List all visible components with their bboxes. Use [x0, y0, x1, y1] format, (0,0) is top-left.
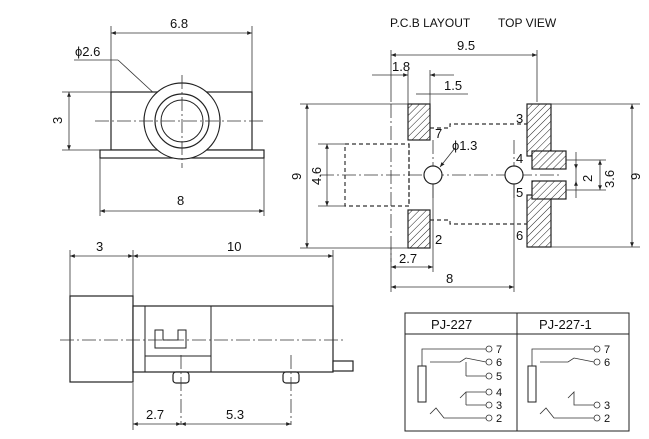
pcb-pin-3: 3: [516, 111, 523, 126]
pj227-pin-3: 3: [496, 400, 502, 412]
top-view-title: TOP VIEW: [498, 16, 557, 30]
side-view: 3 10 2.7 5.3: [60, 239, 354, 430]
pcb-layout-title: P.C.B LAYOUT: [390, 16, 471, 30]
pj227-pin-5: 5: [496, 371, 502, 383]
schematic-pj227-1: 7 6 3 2: [527, 344, 610, 425]
dim-height-right: 9: [628, 173, 643, 180]
dim-gap: 1.5: [444, 78, 462, 93]
dim-height: 3: [50, 117, 65, 124]
pj227-1-pin-3: 3: [604, 400, 610, 412]
dim-width-bottom: 8: [177, 193, 184, 208]
dim-body-len: 10: [227, 239, 241, 254]
pcb-layout: P.C.B LAYOUT TOP VIEW 9.5 1.8 1.5 ϕ1.3: [289, 16, 643, 292]
dim-pad-gap-small: 2: [580, 175, 595, 182]
pcb-pin-2: 2: [435, 232, 442, 247]
dim-pin-offset: 2.7: [146, 407, 164, 422]
dim-pad-width: 1.8: [392, 59, 410, 74]
pj227-pin-7: 7: [496, 344, 502, 356]
pj227-pin-4: 4: [496, 387, 502, 399]
schematic-table: PJ-227 PJ-227-1 7 6 5 4 3 2: [404, 312, 630, 432]
pj227-1-pin-6: 6: [604, 357, 610, 369]
pcb-pin-7: 7: [435, 126, 442, 141]
pj227-pin-2: 2: [496, 413, 502, 425]
pj227-1-pin-7: 7: [604, 344, 610, 356]
pj227-pin-6: 6: [496, 357, 502, 369]
pcb-pin-4: 4: [516, 151, 523, 166]
pcb-pin-5: 5: [516, 185, 523, 200]
dim-inner-left: 4.6: [309, 167, 324, 185]
dim-bottom-span: 8: [446, 271, 453, 286]
schematic-title-pj227: PJ-227: [431, 317, 472, 332]
dim-front-len: 3: [96, 239, 103, 254]
schematic-pj227: 7 6 5 4 3 2: [417, 344, 502, 425]
dim-diameter: ϕ2.6: [75, 44, 100, 59]
pcb-pin-6: 6: [516, 228, 523, 243]
pj227-1-pin-2: 2: [604, 413, 610, 425]
dim-pin-spacing: 5.3: [226, 407, 244, 422]
dim-hole: ϕ1.3: [452, 138, 477, 153]
dim-bottom-offset: 2.7: [399, 251, 417, 266]
dim-width-top: 6.8: [170, 16, 188, 31]
schematic-title-pj227-1: PJ-227-1: [539, 317, 592, 332]
dim-height-left: 9: [289, 173, 304, 180]
dim-total-width: 9.5: [457, 38, 475, 53]
dim-pad-span: 3.6: [602, 170, 617, 188]
front-view: 6.8 ϕ2.6 3 8: [50, 16, 265, 216]
